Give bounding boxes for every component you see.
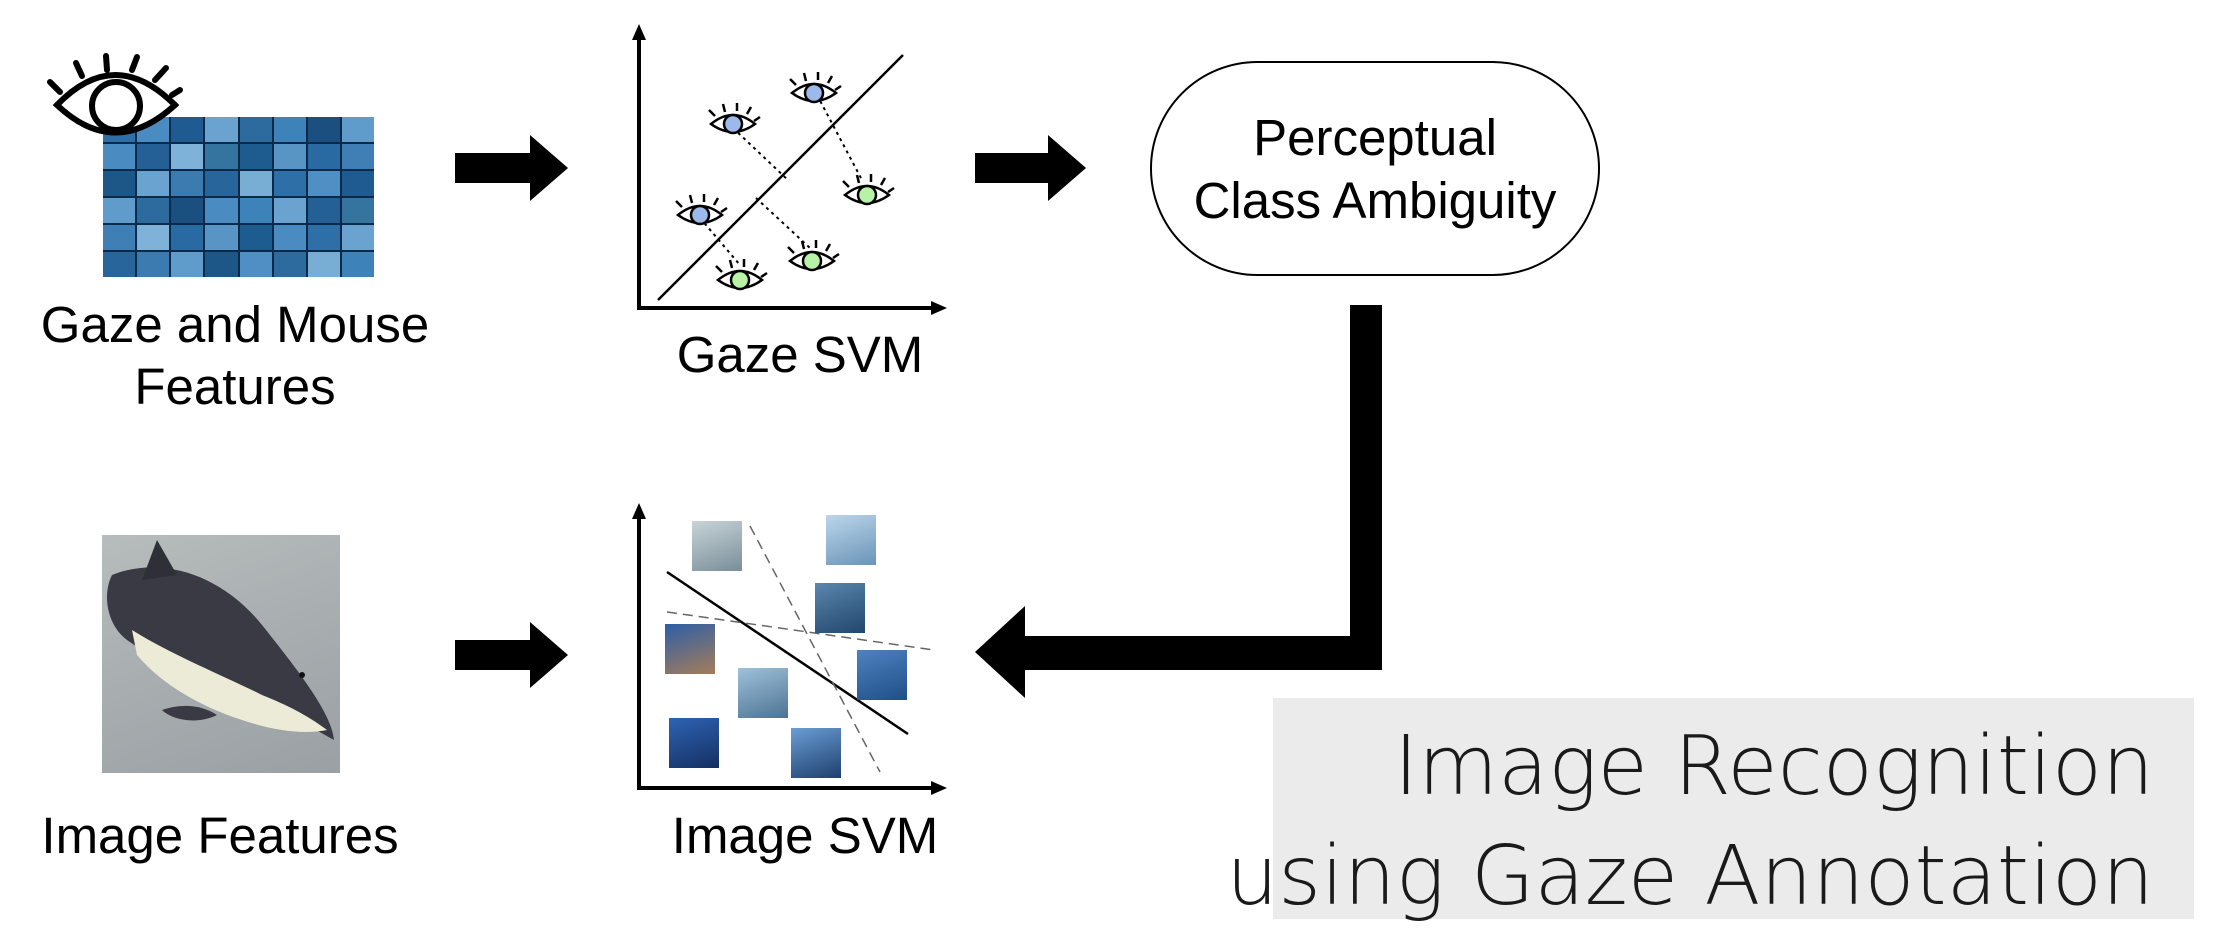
title-line2: using Gaze Annotation	[1226, 829, 2154, 924]
svm-thumb-2	[826, 515, 876, 565]
elbow-arrow-icon	[975, 305, 1382, 698]
image-mosaic-thumbnail	[103, 117, 374, 277]
svm-thumb-8	[791, 728, 841, 778]
title-panel: Image Recognition using Gaze Annotation	[1226, 698, 2194, 924]
perceptual-class-ambiguity-node: Perceptual Class Ambiguity	[1150, 61, 1600, 276]
gaze-features-label-line2: Features	[134, 358, 336, 415]
svm-thumb-5	[738, 668, 788, 718]
image-features-label: Image Features	[41, 807, 399, 864]
dolphin-photo	[102, 535, 340, 773]
svm-thumb-3	[815, 583, 865, 633]
gaze-features-label-line1: Gaze and Mouse	[40, 296, 430, 353]
gaze-svm-plot	[632, 24, 947, 315]
ambiguity-label-line1: Perceptual	[1253, 108, 1497, 166]
svm-thumb-7	[669, 718, 719, 768]
eye-icon	[47, 53, 183, 136]
eye-point-green-1	[842, 174, 895, 206]
arrow-icons	[455, 135, 1382, 698]
arrow-right-icon-1	[455, 135, 568, 201]
image-svm-plot	[632, 503, 947, 795]
svm-thumb-1	[692, 521, 742, 571]
image-svm-label: Image SVM	[671, 807, 939, 864]
gaze-eye-points	[675, 72, 895, 291]
svm-thumb-6	[857, 650, 907, 700]
eye-point-green-2	[787, 240, 840, 272]
gaze-svm-label: Gaze SVM	[676, 326, 924, 383]
title-line1: Image Recognition	[1393, 719, 2154, 814]
arrow-right-icon-3	[455, 622, 568, 688]
eye-point-blue-2	[789, 72, 842, 104]
eye-point-green-3	[715, 259, 768, 291]
eye-point-blue-3	[675, 194, 728, 226]
eye-point-blue-1	[708, 103, 761, 135]
ambiguity-label-line2: Class Ambiguity	[1193, 171, 1557, 229]
gaze-features-label: Gaze and Mouse Features	[20, 294, 450, 418]
svm-thumb-4	[665, 624, 715, 674]
page-title: Image Recognition using Gaze Annotation	[1226, 712, 2154, 932]
arrow-right-icon-2	[975, 135, 1086, 201]
